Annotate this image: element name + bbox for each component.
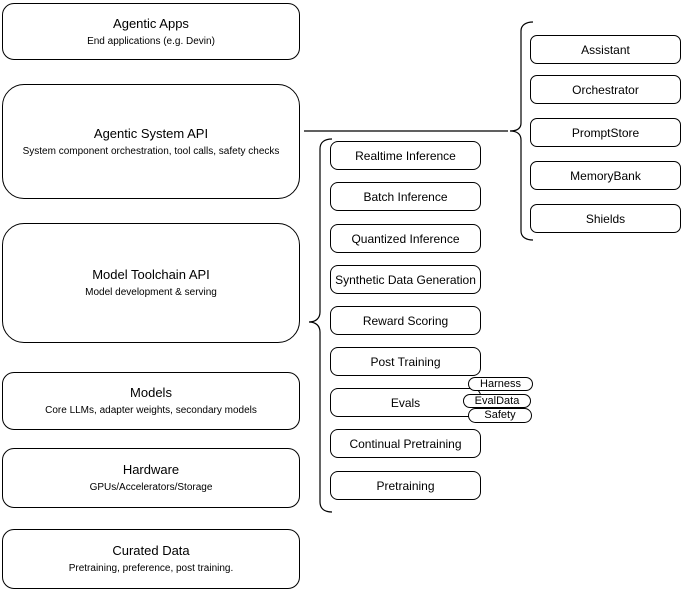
layer-subtitle: End applications (e.g. Devin)	[87, 35, 215, 47]
layer-title: Model Toolchain API	[92, 267, 210, 282]
layer-model-toolchain-api: Model Toolchain API Model development & …	[2, 223, 300, 343]
layer-title: Models	[130, 385, 172, 400]
layer-curated-data: Curated Data Pretraining, preference, po…	[2, 529, 300, 589]
component-reward-scoring: Reward Scoring	[330, 306, 481, 335]
component-promptstore: PromptStore	[530, 118, 681, 147]
layer-agentic-system-api: Agentic System API System component orch…	[2, 84, 300, 199]
layer-subtitle: Core LLMs, adapter weights, secondary mo…	[45, 405, 257, 416]
component-assistant: Assistant	[530, 35, 681, 64]
layer-subtitle: System component orchestration, tool cal…	[22, 145, 280, 157]
component-post-training: Post Training	[330, 347, 481, 376]
evals-tag-safety: Safety	[468, 408, 532, 423]
layer-subtitle: GPUs/Accelerators/Storage	[89, 482, 213, 493]
evals-tag-harness: Harness	[468, 377, 533, 391]
layer-title: Agentic Apps	[113, 15, 189, 31]
layer-subtitle: Model development & serving	[85, 287, 217, 298]
evals-tag-evaldata: EvalData	[463, 394, 531, 408]
component-batch-inference: Batch Inference	[330, 182, 481, 211]
system-components-brace	[509, 21, 534, 241]
component-continual-pretraining: Continual Pretraining	[330, 429, 481, 458]
component-shields: Shields	[530, 204, 681, 233]
component-synthetic-data-generation: Synthetic Data Generation	[330, 265, 481, 294]
layer-title: Curated Data	[112, 543, 190, 558]
layer-subtitle: Pretraining, preference, post training.	[68, 563, 234, 574]
component-realtime-inference: Realtime Inference	[330, 141, 481, 170]
component-pretraining: Pretraining	[330, 471, 481, 500]
toolchain-components-brace	[308, 138, 333, 513]
component-memorybank: MemoryBank	[530, 161, 681, 190]
component-quantized-inference: Quantized Inference	[330, 224, 481, 253]
layer-title: Agentic System API	[93, 125, 209, 141]
layer-models: Models Core LLMs, adapter weights, secon…	[2, 372, 300, 430]
layer-hardware: Hardware GPUs/Accelerators/Storage	[2, 448, 300, 508]
component-orchestrator: Orchestrator	[530, 75, 681, 104]
layer-title: Hardware	[122, 462, 180, 477]
component-evals: Evals	[330, 388, 481, 417]
layer-agentic-apps: Agentic Apps End applications (e.g. Devi…	[2, 3, 300, 60]
